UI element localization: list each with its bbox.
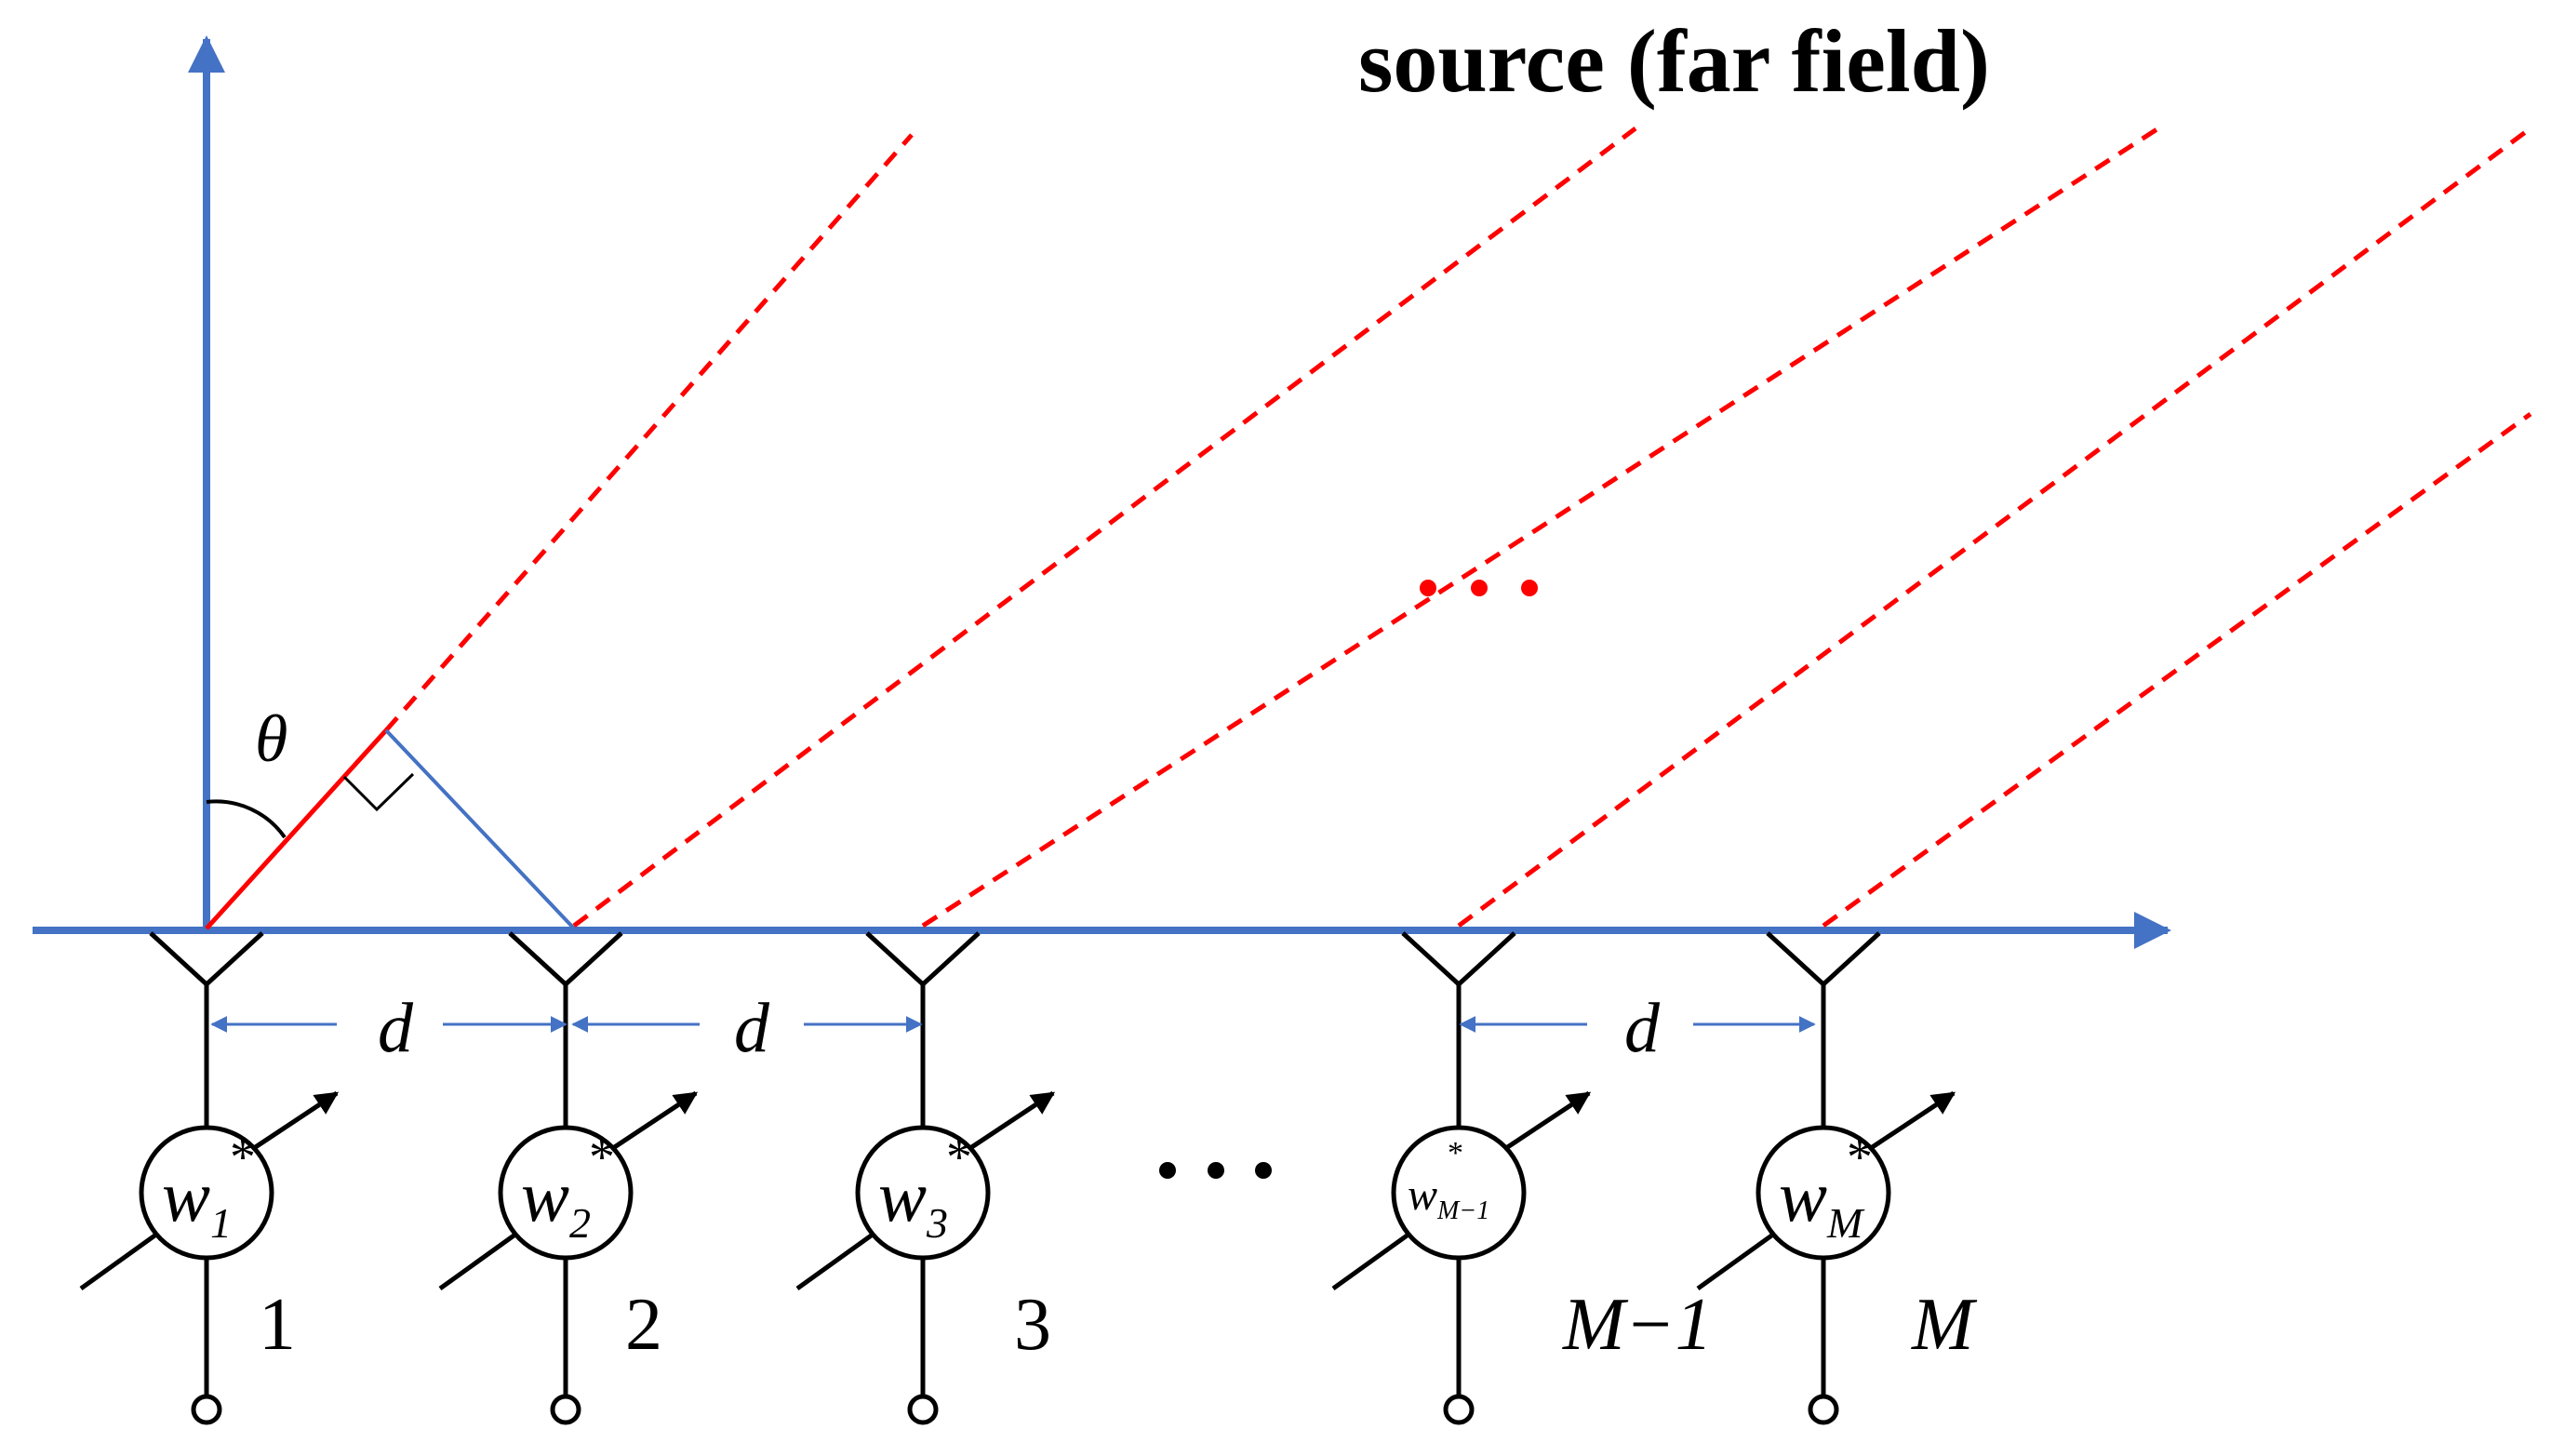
- output-terminal: [550, 1394, 581, 1425]
- spacing-2: d: [571, 989, 923, 1067]
- ray-ellipsis-dot: [1420, 580, 1436, 596]
- adjust-arrow-icon: [963, 1090, 1056, 1155]
- conjugate-mark: *: [589, 1129, 615, 1186]
- antenna-element-2: w2* 2: [438, 931, 699, 1425]
- conjugate-mark: *: [1448, 1136, 1463, 1170]
- conjugate-mark: *: [230, 1129, 256, 1186]
- spacing-label: d: [1624, 989, 1661, 1067]
- adjust-arrow-icon: [247, 1090, 340, 1155]
- adjust-arrow-icon: [606, 1090, 699, 1155]
- perpendicular-line: [384, 728, 576, 930]
- antenna-element-3: w3* 3: [795, 931, 1056, 1425]
- right-angle-mark: [342, 772, 415, 812]
- antenna-elements: w1*1w2*2w3*3wM−1*M−1wM*M: [79, 931, 1978, 1425]
- path-difference-line: [205, 728, 388, 930]
- spacing-3: d: [1459, 989, 1816, 1067]
- wave-ray-5: [1822, 411, 2532, 928]
- element-index-label: M: [1911, 1284, 1978, 1366]
- wave-ray-4: [1457, 126, 2532, 928]
- ray-ellipsis-dot: [1471, 580, 1488, 596]
- element-index-label: 1: [259, 1284, 296, 1366]
- weight-label: w3: [878, 1155, 948, 1247]
- antenna-icon: [865, 931, 981, 988]
- ray-ellipsis-dot: [1521, 580, 1538, 596]
- wave-ray-3: [921, 126, 2160, 928]
- antenna-element-5: wM* M: [1696, 931, 1978, 1425]
- angle-arc: [206, 799, 287, 839]
- spacing-1: d: [210, 989, 567, 1067]
- conjugate-mark: *: [946, 1129, 972, 1186]
- output-terminal: [191, 1394, 222, 1425]
- element-ellipsis-dot: [1208, 1162, 1224, 1179]
- weight-label: wM: [1779, 1155, 1865, 1247]
- conjugate-mark: *: [1847, 1129, 1873, 1186]
- wave-ray-2: [572, 127, 1637, 928]
- element-ellipsis-dot: [1255, 1162, 1272, 1179]
- source-title: source (far field): [1358, 11, 1990, 111]
- weight-label: w1: [162, 1155, 232, 1247]
- weight-label: w2: [521, 1155, 591, 1247]
- output-terminal: [1808, 1394, 1839, 1425]
- antenna-icon: [1766, 931, 1881, 988]
- antenna-icon: [1401, 931, 1516, 988]
- adjust-arrow-icon: [1863, 1090, 1956, 1155]
- spacing-label: d: [734, 989, 770, 1067]
- spacing-label: d: [378, 989, 414, 1067]
- antenna-icon: [508, 931, 623, 988]
- antenna-element-4: wM−1* M−1: [1331, 931, 1713, 1425]
- output-terminal: [907, 1394, 939, 1425]
- angle-label: θ: [255, 701, 287, 776]
- antenna-icon: [149, 931, 264, 988]
- element-index-label: 3: [1014, 1284, 1051, 1366]
- output-terminal: [1443, 1394, 1475, 1425]
- antenna-element-1: w1* 1: [79, 931, 340, 1425]
- adjust-arrow-icon: [1499, 1090, 1592, 1155]
- element-ellipsis-dot: [1159, 1162, 1176, 1179]
- weight-label: wM−1: [1408, 1170, 1489, 1225]
- element-index-label: 2: [625, 1284, 662, 1366]
- wave-ray-1: [384, 133, 914, 732]
- element-index-label: M−1: [1562, 1284, 1713, 1366]
